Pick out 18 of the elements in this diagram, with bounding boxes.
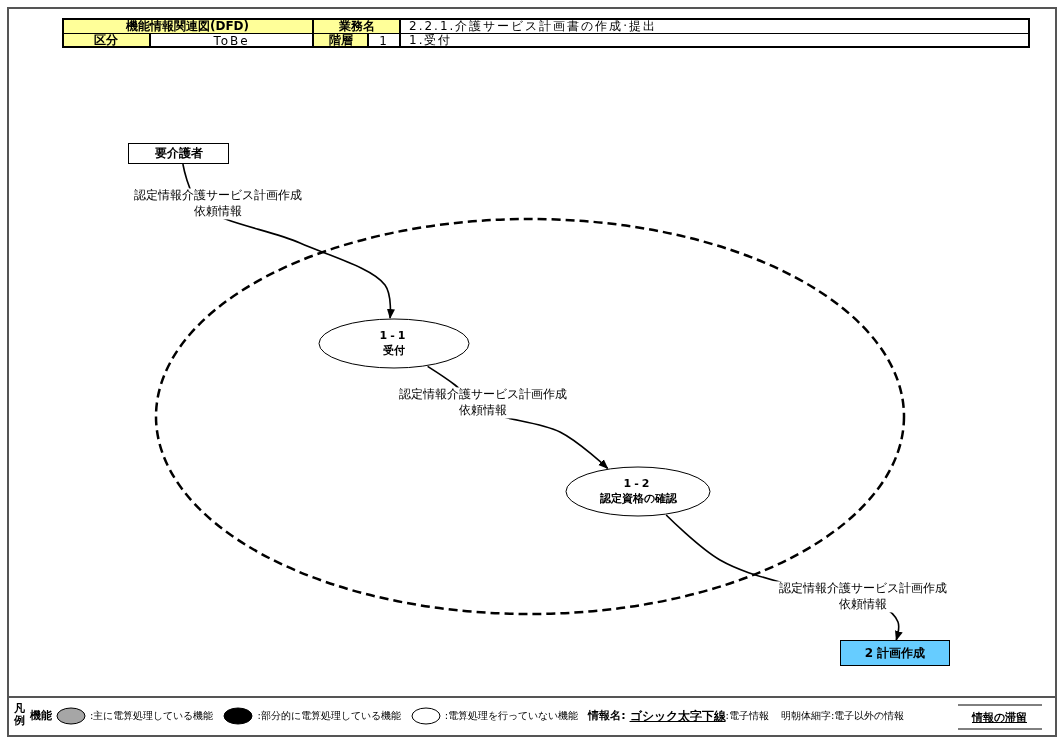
legend-heading: 機能: [30, 709, 52, 723]
legend-heading: 情報名:: [588, 709, 626, 723]
external-entity-box: 要介護者: [128, 143, 229, 164]
legend-text: :主に電算処理している機能: [90, 709, 214, 723]
legend-title: 凡例: [14, 703, 25, 728]
process-number: 1-2: [623, 477, 653, 492]
legend-text: :電算処理を行っていない機能: [444, 709, 579, 723]
process-ellipse: [565, 466, 711, 517]
legend-text: 情報の滞留: [972, 711, 1027, 725]
legend-text: 明朝体細字:電子以外の情報: [780, 709, 905, 723]
process-number: 1-1: [379, 329, 409, 344]
process-ellipse: [318, 318, 470, 369]
legend-text: :部分的に電算処理している機能: [257, 709, 401, 723]
external-process-box: 2 計画作成: [840, 640, 950, 666]
process-name: 受付: [383, 343, 405, 358]
legend-text: :電子情報: [725, 709, 769, 721]
legend-text: ゴシック太字下線: [629, 709, 726, 723]
process-name: 認定資格の確認: [599, 491, 677, 506]
